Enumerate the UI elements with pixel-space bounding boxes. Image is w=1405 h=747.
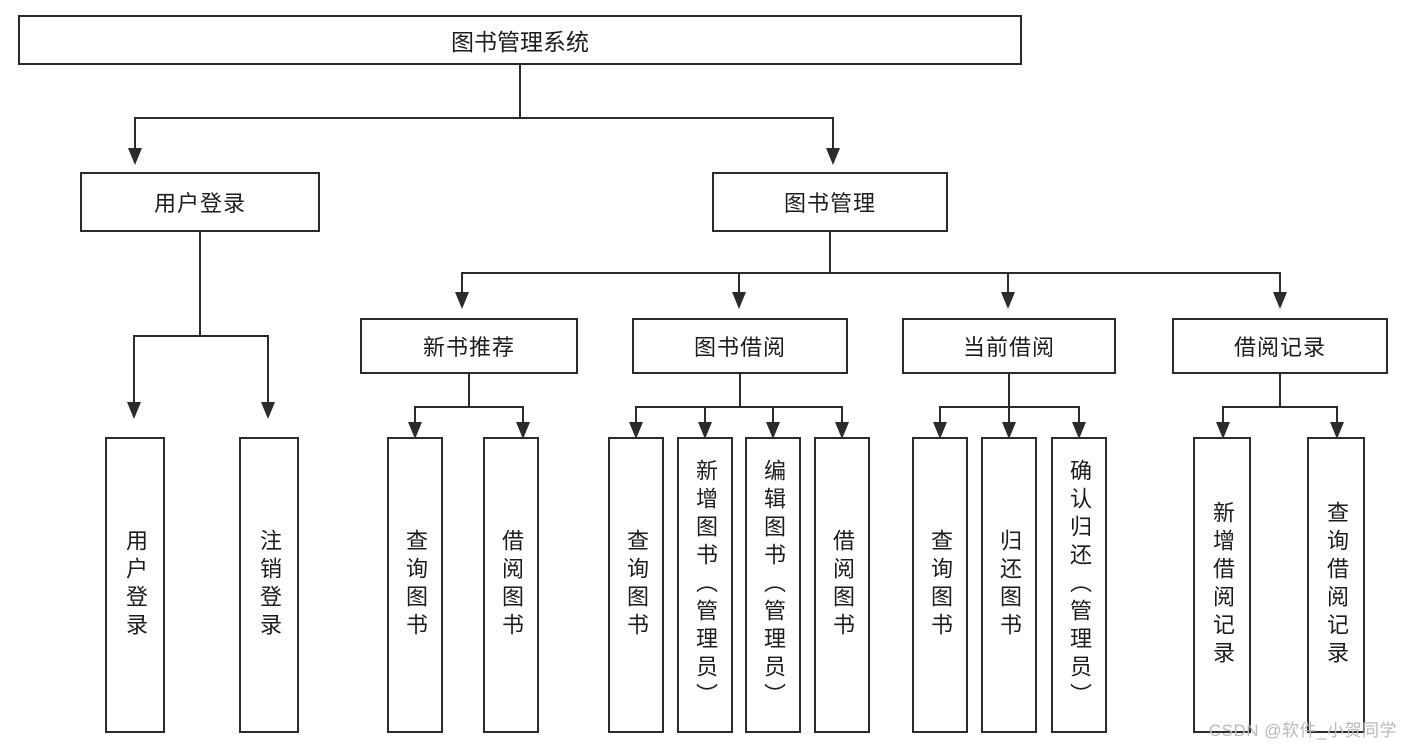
connector-bm-drop-2 [738, 272, 740, 294]
arrow-to-leaf-user-login [127, 402, 141, 419]
arrow-to-leaf-return-book [1002, 422, 1016, 439]
node-book-borrow[interactable]: 图书借阅 [632, 318, 848, 374]
node-label: 新增图书（管理员） [693, 459, 718, 711]
node-current-borrow[interactable]: 当前借阅 [902, 318, 1116, 374]
node-user-login[interactable]: 用户登录 [80, 172, 320, 232]
node-label: 查询图书 [928, 529, 953, 641]
node-leaf-logout[interactable]: 注销登录 [239, 437, 299, 733]
node-borrow-record[interactable]: 借阅记录 [1172, 318, 1388, 374]
node-label: 借阅图书 [499, 529, 524, 641]
node-label: 归还图书 [997, 529, 1022, 641]
arrow-to-leaf-query-book-1 [408, 422, 422, 439]
node-leaf-return-book[interactable]: 归还图书 [981, 437, 1037, 733]
connector-bb-drop-4 [841, 406, 843, 424]
connector-user-login-drop-2 [267, 335, 269, 403]
connector-bm-drop-4 [1279, 272, 1281, 294]
connector-cb-drop-2 [1008, 406, 1010, 424]
connector-cb-drop-3 [1078, 406, 1080, 424]
node-leaf-query-borrow-record[interactable]: 查询借阅记录 [1307, 437, 1365, 733]
arrow-to-leaf-query-book-2 [629, 422, 643, 439]
connector-root-stem [519, 65, 521, 118]
node-label: 新增借阅记录 [1210, 501, 1235, 669]
node-label: 查询图书 [403, 529, 428, 641]
node-leaf-add-borrow-record[interactable]: 新增借阅记录 [1193, 437, 1251, 733]
connector-nbr-stem [468, 374, 470, 408]
arrow-to-borrow-record [1273, 292, 1287, 309]
connector-user-login-drop-1 [133, 335, 135, 403]
connector-bb-bus [635, 406, 843, 408]
node-leaf-user-login[interactable]: 用户登录 [105, 437, 165, 733]
connector-book-management-stem [829, 232, 831, 274]
connector-user-login-stem [199, 232, 201, 336]
node-label: 注销登录 [257, 529, 282, 641]
arrow-to-new-book-recommend [455, 292, 469, 309]
node-leaf-borrow-book-borrow[interactable]: 借阅图书 [814, 437, 870, 733]
arrow-to-user-login [128, 148, 142, 165]
connector-cb-stem [1008, 374, 1010, 408]
node-leaf-edit-book[interactable]: 编辑图书（管理员） [745, 437, 801, 733]
connector-cb-drop-1 [939, 406, 941, 424]
connector-br-stem [1279, 374, 1281, 408]
node-label: 借阅图书 [830, 529, 855, 641]
arrow-to-leaf-add-book [698, 422, 712, 439]
connector-root-drop-left [134, 117, 136, 150]
arrow-to-book-management [826, 148, 840, 165]
connector-book-management-bus [461, 272, 1281, 274]
node-label: 编辑图书（管理员） [761, 459, 786, 711]
arrow-to-book-borrow [732, 292, 746, 309]
node-label: 当前借阅 [962, 335, 1055, 360]
node-label: 图书管理 [783, 191, 876, 216]
node-leaf-confirm-return[interactable]: 确认归还（管理员） [1051, 437, 1107, 733]
arrow-to-current-borrow [1001, 292, 1015, 309]
connector-user-login-bus [133, 335, 269, 337]
arrow-to-leaf-logout [261, 402, 275, 419]
node-leaf-query-book-current[interactable]: 查询图书 [912, 437, 968, 733]
connector-bb-drop-2 [704, 406, 706, 424]
node-label: 确认归还（管理员） [1067, 459, 1092, 711]
node-label: 图书借阅 [693, 335, 786, 360]
node-label: 用户登录 [153, 191, 246, 216]
node-label: 借阅记录 [1233, 335, 1326, 360]
connector-bb-drop-1 [635, 406, 637, 424]
arrow-to-leaf-add-record [1216, 422, 1230, 439]
connector-nbr-bus [414, 406, 524, 408]
connector-bb-drop-3 [772, 406, 774, 424]
connector-root-bus [134, 117, 834, 119]
node-new-book-recommend[interactable]: 新书推荐 [360, 318, 578, 374]
node-leaf-add-book[interactable]: 新增图书（管理员） [677, 437, 733, 733]
connector-br-bus [1222, 406, 1338, 408]
connector-br-drop-1 [1222, 406, 1224, 424]
node-label: 用户登录 [123, 529, 148, 641]
connector-bb-stem [739, 374, 741, 408]
node-book-management[interactable]: 图书管理 [712, 172, 948, 232]
csdn-watermark: CSDN @软件_小贺同学 [1208, 721, 1397, 740]
node-label: 新书推荐 [422, 335, 515, 360]
arrow-to-leaf-query-record [1330, 422, 1344, 439]
connector-bm-drop-1 [461, 272, 463, 294]
arrow-to-leaf-query-book-3 [933, 422, 947, 439]
connector-bm-drop-3 [1007, 272, 1009, 294]
node-root-book-management-system[interactable]: 图书管理系统 [18, 15, 1022, 65]
arrow-to-leaf-borrow-book-2 [835, 422, 849, 439]
node-leaf-borrow-book-recommend[interactable]: 借阅图书 [483, 437, 539, 733]
connector-nbr-drop-1 [414, 406, 416, 424]
node-label: 查询图书 [624, 529, 649, 641]
node-leaf-query-book-borrow[interactable]: 查询图书 [608, 437, 664, 733]
arrow-to-leaf-confirm-return [1072, 422, 1086, 439]
connector-nbr-drop-2 [522, 406, 524, 424]
connector-br-drop-2 [1336, 406, 1338, 424]
node-leaf-query-book-recommend[interactable]: 查询图书 [387, 437, 443, 733]
node-label: 图书管理系统 [451, 29, 589, 55]
arrow-to-leaf-borrow-book-1 [516, 422, 530, 439]
connector-root-drop-right [832, 117, 834, 150]
arrow-to-leaf-edit-book [766, 422, 780, 439]
node-label: 查询借阅记录 [1324, 501, 1349, 669]
